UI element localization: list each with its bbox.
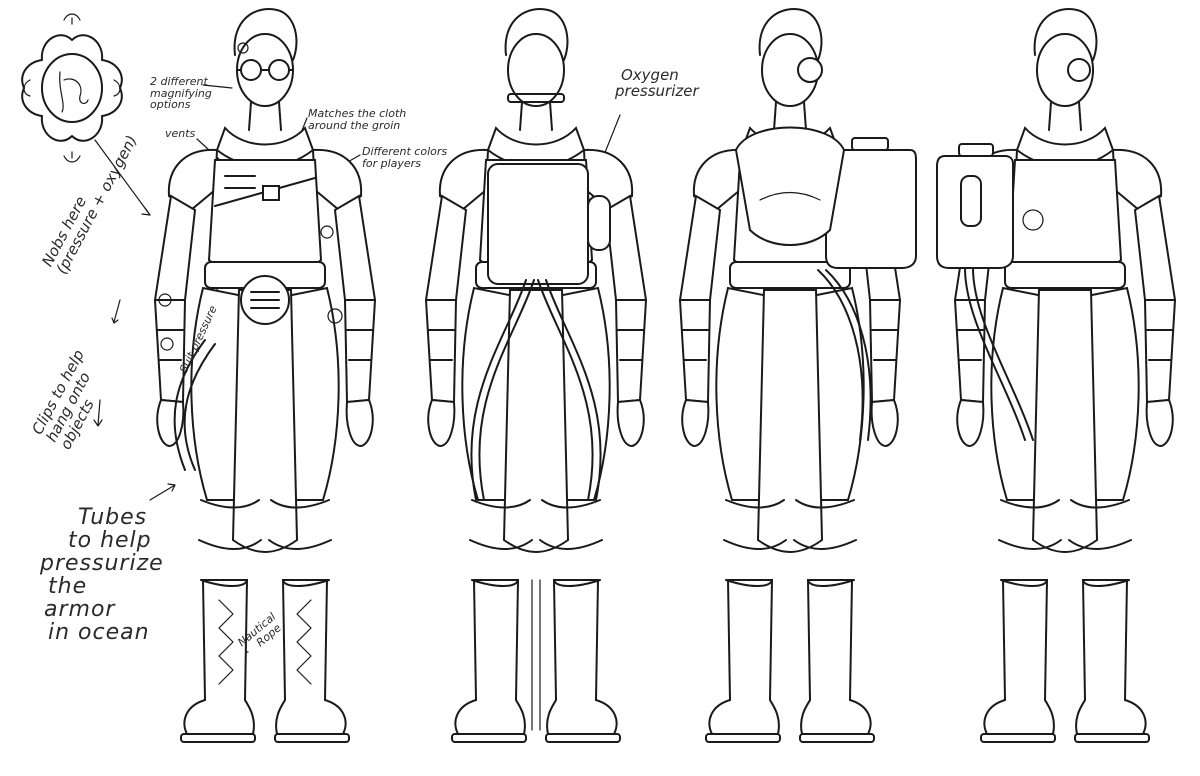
note-vents: vents (165, 127, 196, 140)
side-view-left-figure (679, 8, 917, 743)
back-view-figure (425, 8, 647, 743)
note-tubes: Tubes to help pressurize the armor in oc… (40, 505, 164, 646)
note-magnifying-options: 2 different magnifying options (150, 75, 212, 112)
note-cloth-match: Matches the cloth around the groin (308, 107, 407, 132)
front-view-figure (154, 8, 376, 743)
note-oxygen-pressurizer: Oxygen pressurizer (615, 66, 699, 100)
side-view-right-figure (936, 8, 1176, 743)
note-different-colors: Different colors for players (362, 145, 448, 170)
monogram-emblem-logo (21, 13, 123, 163)
